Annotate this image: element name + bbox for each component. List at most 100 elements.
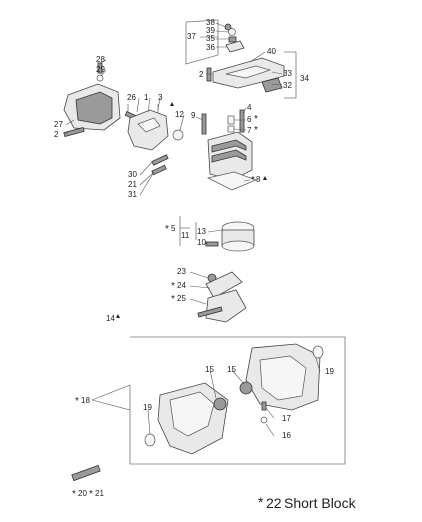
part-6	[227, 115, 235, 125]
callout-6: 6	[247, 115, 252, 124]
asterisk-7: *	[254, 125, 258, 136]
callout-24: 24	[177, 281, 186, 290]
callout-38: 38	[206, 18, 215, 27]
callout-30: 30	[128, 170, 137, 179]
callout-3: 3	[158, 93, 163, 102]
callout-32: 32	[283, 81, 292, 90]
piston-frame-5	[179, 216, 190, 246]
crankcase-assembly	[91, 336, 346, 465]
callout-5: 5	[171, 224, 176, 233]
callout-8: 8	[256, 175, 261, 184]
bearing-15-a	[213, 397, 227, 411]
muffler-plate	[137, 117, 161, 133]
callout-10: 10	[197, 238, 206, 247]
part-7	[227, 125, 235, 133]
callout-40: 40	[267, 47, 276, 56]
triangle-marker-8	[263, 176, 267, 180]
asterisk-marks: * * * * * * * * *	[72, 114, 258, 500]
callout-27: 27	[54, 120, 63, 129]
bracket-group-frame	[185, 19, 219, 65]
callout-33: 33	[283, 69, 292, 78]
asterisk-8: *	[251, 175, 255, 186]
muffler-gasket-12	[172, 129, 184, 141]
footer-asterisk: *	[258, 494, 264, 510]
callout-35: 35	[206, 34, 215, 43]
piston-pin	[205, 241, 219, 247]
triangle-marker-14	[116, 314, 120, 318]
callout-2-top: 2	[199, 70, 204, 79]
footer-note: * 22 Short Block	[258, 494, 357, 511]
callout-21: 21	[128, 180, 137, 189]
piston-assembly	[179, 216, 255, 252]
callout-4: 4	[247, 103, 252, 112]
footer-part-number: 22	[266, 495, 282, 511]
callout-1: 1	[144, 93, 149, 102]
callout-17: 17	[282, 414, 291, 423]
crankcase-group-frame	[129, 336, 346, 465]
dowel-17	[261, 401, 267, 411]
callout-34: 34	[300, 74, 309, 83]
callout-28: 28	[96, 55, 105, 64]
asterisk-21: *	[89, 489, 93, 500]
callout-31: 31	[128, 190, 137, 199]
washer-part	[228, 28, 236, 36]
cylinder-gasket-8	[206, 171, 257, 191]
callout-labels: 38 39 35 36 37 40 2 33 34 32 28 29 26 1 …	[54, 18, 334, 498]
callout-19-a: 19	[143, 403, 152, 412]
asterisk-25: *	[171, 294, 175, 305]
bolt-assembly-bottom	[71, 464, 101, 482]
bearing-15-b	[239, 381, 253, 395]
callout-11: 11	[181, 231, 190, 240]
triangle-marker-3	[170, 102, 174, 106]
crankcase-bracket-lines	[91, 384, 131, 411]
cap-part	[225, 40, 245, 53]
callout-19-b: 19	[325, 367, 334, 376]
seal-19-a	[144, 433, 156, 447]
screw-2-top	[206, 67, 212, 82]
asterisk-18: *	[75, 396, 79, 407]
callout-12: 12	[175, 110, 184, 119]
asterisk-24: *	[171, 281, 175, 292]
crankshaft-assembly	[197, 271, 247, 323]
callout-36: 36	[206, 43, 215, 52]
callout-21-bottom: 21	[95, 489, 104, 498]
conrod-24	[205, 271, 243, 299]
bolt-20	[71, 464, 101, 482]
asterisk-20: *	[72, 489, 76, 500]
piston-base	[221, 240, 255, 252]
washer-29	[96, 74, 104, 82]
callout-16: 16	[282, 431, 291, 440]
cylinder-assembly	[201, 109, 257, 191]
footer-label: Short Block	[284, 495, 357, 511]
bracket-tab	[261, 77, 283, 93]
leader-lines	[65, 22, 321, 437]
callout-14: 14	[106, 314, 115, 323]
stud-4	[239, 109, 245, 133]
callout-15-b: 15	[227, 365, 236, 374]
bolt-30	[151, 154, 169, 166]
callout-13: 13	[197, 227, 206, 236]
crank-journal	[197, 306, 223, 318]
callout-26: 26	[127, 93, 136, 102]
callout-7: 7	[247, 126, 252, 135]
callout-9: 9	[191, 111, 196, 120]
ring-16	[260, 416, 268, 424]
bolt-31	[151, 164, 167, 176]
callout-23: 23	[177, 267, 186, 276]
bracket-recess	[225, 65, 272, 79]
nut-part	[224, 23, 232, 31]
cover-bracket-assembly	[185, 19, 297, 99]
asterisk-5: *	[165, 224, 169, 235]
callout-25: 25	[177, 294, 186, 303]
asterisk-6: *	[254, 114, 258, 125]
screw-2-left	[63, 126, 85, 138]
cylinder-fins	[211, 139, 247, 163]
callout-18: 18	[81, 396, 90, 405]
triangle-markers	[116, 102, 267, 318]
seal-19-b	[312, 345, 324, 359]
bracket-34-frame	[284, 51, 297, 99]
callout-2-left: 2	[54, 130, 59, 139]
crankcase-right-inner	[259, 355, 307, 401]
callout-29: 29	[96, 65, 105, 74]
